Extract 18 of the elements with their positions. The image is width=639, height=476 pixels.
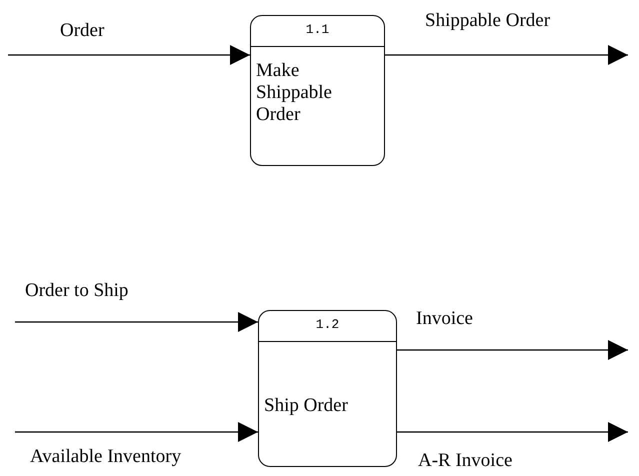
process-number: 1.1 bbox=[306, 22, 330, 37]
process-name: Ship Order bbox=[264, 395, 349, 417]
edge-label: Shippable Order bbox=[425, 10, 550, 32]
edge-label: Invoice bbox=[416, 308, 473, 330]
arrow bbox=[385, 45, 628, 65]
edge-label: Order bbox=[60, 20, 104, 42]
process-name: Make Shippable Order bbox=[256, 60, 333, 126]
arrow bbox=[397, 340, 628, 360]
edge-label: Available Inventory bbox=[30, 446, 182, 468]
edge-label: A-R Invoice bbox=[418, 450, 512, 472]
arrow bbox=[15, 422, 258, 442]
process-number: 1.2 bbox=[316, 317, 340, 332]
arrow bbox=[15, 312, 258, 332]
process-box bbox=[258, 310, 397, 467]
edge-label: Order to Ship bbox=[25, 280, 128, 302]
arrow bbox=[8, 45, 250, 65]
arrow bbox=[397, 422, 628, 442]
process-box bbox=[250, 15, 385, 166]
